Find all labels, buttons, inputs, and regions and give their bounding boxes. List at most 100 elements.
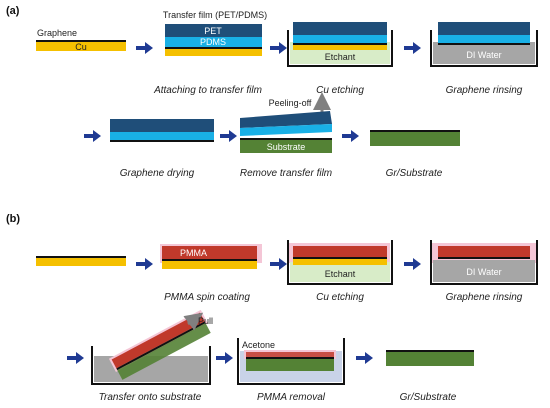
caption-remove: Remove transfer film: [240, 168, 332, 179]
graphene-layer: [370, 130, 460, 132]
arrow-icon: [404, 258, 421, 270]
step-graphene-on-cu: Graphene Cu: [36, 28, 126, 52]
pet-layer: [240, 111, 332, 128]
caption-result-b: Gr/Substrate: [400, 392, 457, 403]
graphene-layer: [438, 43, 530, 45]
step-transfer-onto-substrate: Pull Transfer onto substrate: [91, 309, 213, 403]
arrow-icon: [342, 130, 359, 142]
pull-arrow-icon: [183, 312, 204, 331]
arrow-icon: [404, 42, 421, 54]
caption-spin: PMMA spin coating: [164, 292, 250, 303]
graphene-layer: [110, 140, 214, 142]
pdms-layer: [438, 35, 530, 43]
container: [91, 346, 211, 385]
panel-b-label: (b): [6, 213, 20, 225]
graphene-layer: [36, 256, 126, 258]
pdms-layer: [293, 35, 387, 43]
caption-removal: PMMA removal: [257, 392, 326, 403]
di-water-label: DI Water: [466, 267, 501, 277]
cu-foil: [165, 49, 262, 56]
caption-transfer: Transfer onto substrate: [99, 392, 202, 403]
pmma-layer: [162, 246, 257, 259]
step-graphene-rinsing: DI Water Graphene rinsing: [430, 22, 538, 96]
container: [237, 338, 345, 385]
pmma-label: PMMA: [180, 248, 207, 258]
caption-rinse: Graphene rinsing: [446, 85, 523, 96]
step-cu-etching-b: Etchant Cu etching: [287, 240, 393, 303]
pdms-layer: [240, 124, 332, 136]
substrate: [386, 352, 474, 366]
container: [430, 30, 538, 67]
cu-label: Cu: [75, 42, 87, 52]
arrow-icon: [84, 130, 101, 142]
arrow-icon: [270, 258, 287, 270]
pmma-layer: [438, 246, 530, 257]
pet-label: PET: [204, 26, 222, 36]
arrow-icon: [216, 352, 233, 364]
step-pmma-removal: Acetone PMMA removal: [237, 338, 345, 403]
graphene-layer: [162, 259, 257, 261]
step-attach-transfer-film: Transfer film (PET/PDMS) PET PDMS Attach…: [153, 10, 267, 96]
arrow-icon: [136, 258, 153, 270]
pdms-label: PDMS: [200, 37, 226, 47]
acetone-label: Acetone: [242, 340, 275, 350]
graphene-layer: [165, 47, 262, 49]
transfer-film-label: Transfer film (PET/PDMS): [163, 10, 267, 20]
pull-label: Pull: [198, 316, 213, 326]
arrow-icon: [136, 42, 153, 54]
caption-rinse-b: Graphene rinsing: [446, 292, 523, 303]
peeling-label: Peeling-off: [269, 98, 312, 108]
panel-a-label: (a): [6, 5, 20, 17]
graphene-layer: [246, 357, 334, 359]
etchant-bath: [290, 262, 390, 282]
graphene-layer: [36, 40, 126, 42]
di-water-label: DI Water: [466, 50, 501, 60]
etchant-label: Etchant: [325, 52, 356, 62]
arrow-icon: [270, 42, 287, 54]
pdms-layer: [110, 132, 214, 140]
pet-layer: [293, 22, 387, 35]
pmma-layer: [111, 312, 205, 369]
cu-foil: [293, 259, 387, 265]
etchant-label: Etchant: [325, 269, 356, 279]
caption-attach: Attaching to transfer film: [153, 85, 262, 96]
step-graphene-rinsing-b: DI Water Graphene rinsing: [430, 240, 538, 303]
graphene-layer: [240, 138, 332, 140]
graphene-layer: [293, 257, 387, 259]
container: [287, 240, 393, 285]
graphene-layer: [438, 257, 530, 259]
substrate: [246, 359, 334, 371]
di-water-bath: [433, 260, 535, 282]
pdms-layer: [165, 37, 262, 47]
cu-foil: [162, 261, 257, 269]
step-gr-substrate-a: Gr/Substrate: [370, 130, 460, 179]
substrate: [117, 323, 211, 380]
pmma-layer: [246, 352, 334, 357]
substrate-label: Substrate: [267, 142, 306, 152]
substrate: [240, 140, 332, 153]
graphene-layer: [386, 350, 474, 352]
pet-layer: [165, 24, 262, 37]
caption-dry: Graphene drying: [120, 168, 195, 179]
pmma-layer: [293, 246, 387, 257]
arrow-icon: [356, 352, 373, 364]
graphene-layer: [116, 321, 206, 371]
graphene-label: Graphene: [37, 28, 77, 38]
graphene-layer: [293, 43, 387, 45]
caption-etch-b: Cu etching: [316, 292, 364, 303]
cu-foil: [36, 42, 126, 51]
step-graphene-drying: Graphene drying: [110, 119, 214, 179]
container: [287, 30, 393, 67]
caption-result-a: Gr/Substrate: [386, 168, 443, 179]
arrow-icon: [67, 352, 84, 364]
arrow-icon: [220, 130, 237, 142]
pet-layer: [110, 119, 214, 132]
cu-foil: [36, 258, 126, 266]
cu-foil: [293, 45, 387, 50]
caption-etch: Cu etching: [316, 85, 364, 96]
di-water-bath: [433, 42, 535, 64]
step-pmma-spin-coating: PMMA PMMA spin coating: [160, 244, 262, 303]
step-remove-transfer-film: Peeling-off Substrate Remove transfer fi…: [240, 92, 332, 179]
step-cu-etching: Etchant Cu etching: [287, 22, 393, 96]
